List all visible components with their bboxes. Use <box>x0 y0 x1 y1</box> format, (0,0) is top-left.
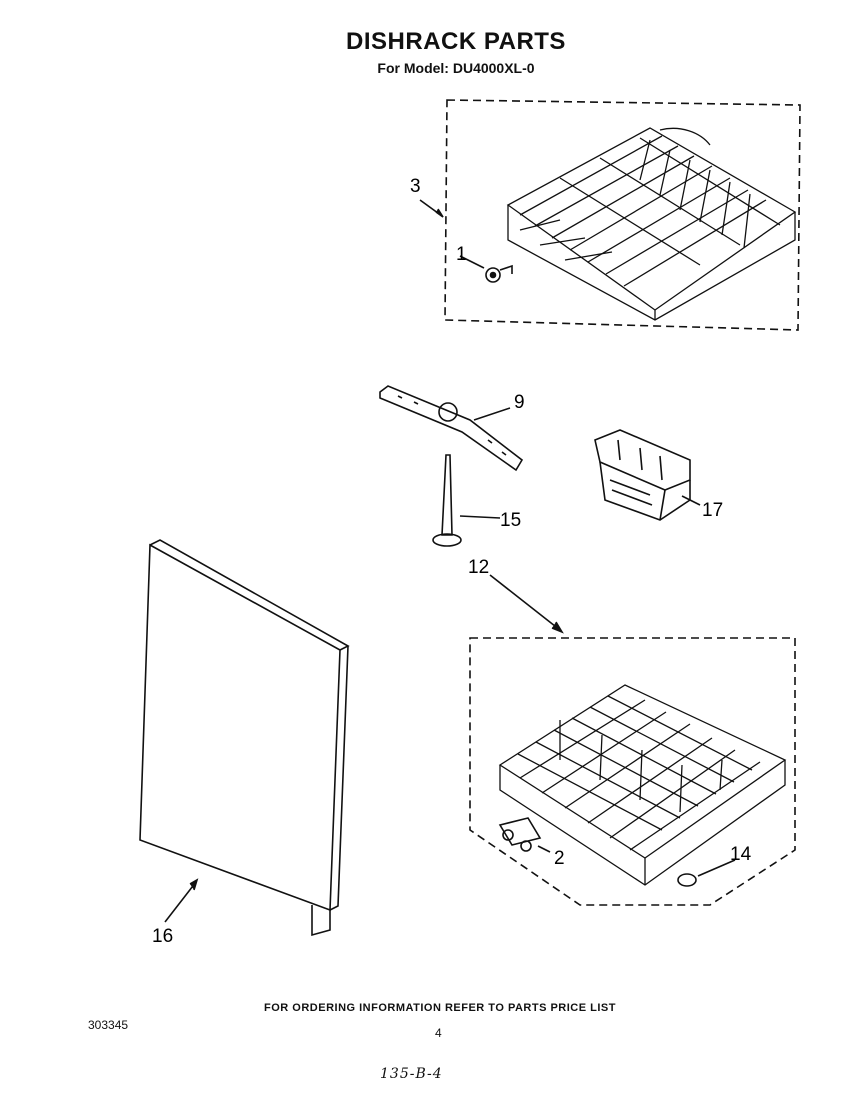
lower-rack-group-box <box>469 637 796 906</box>
spray-tube-part-15 <box>432 454 462 547</box>
lower-dishrack <box>498 684 787 886</box>
callout-9: 9 <box>514 392 525 413</box>
callout-2: 2 <box>554 848 565 869</box>
callout-12: 12 <box>468 557 489 578</box>
callout-3: 3 <box>410 176 421 197</box>
upper-dishrack <box>506 127 797 321</box>
callout-17: 17 <box>702 500 723 521</box>
page-number: 4 <box>435 1026 442 1040</box>
page-title: DISHRACK PARTS <box>346 28 566 55</box>
door-panel-part-16 <box>139 539 350 937</box>
ordering-note: FOR ORDERING INFORMATION REFER TO PARTS … <box>264 1002 616 1014</box>
callout-16: 16 <box>152 926 173 947</box>
document-number: 303345 <box>88 1018 129 1032</box>
rack-bumper-part-14 <box>677 873 697 887</box>
callout-1: 1 <box>456 244 467 265</box>
callout-14: 14 <box>730 844 752 865</box>
spray-arm-part-9 <box>379 385 524 472</box>
upper-rack-group-box <box>444 99 801 331</box>
model-subtitle: For Model: DU4000XL-0 <box>377 60 535 76</box>
silverware-basket-part-17 <box>594 429 691 521</box>
rack-roller-part-2 <box>498 817 542 852</box>
callout-15: 15 <box>500 510 521 531</box>
handwritten-code: 135-B-4 <box>380 1066 443 1082</box>
rack-roller-part-1 <box>485 264 513 283</box>
